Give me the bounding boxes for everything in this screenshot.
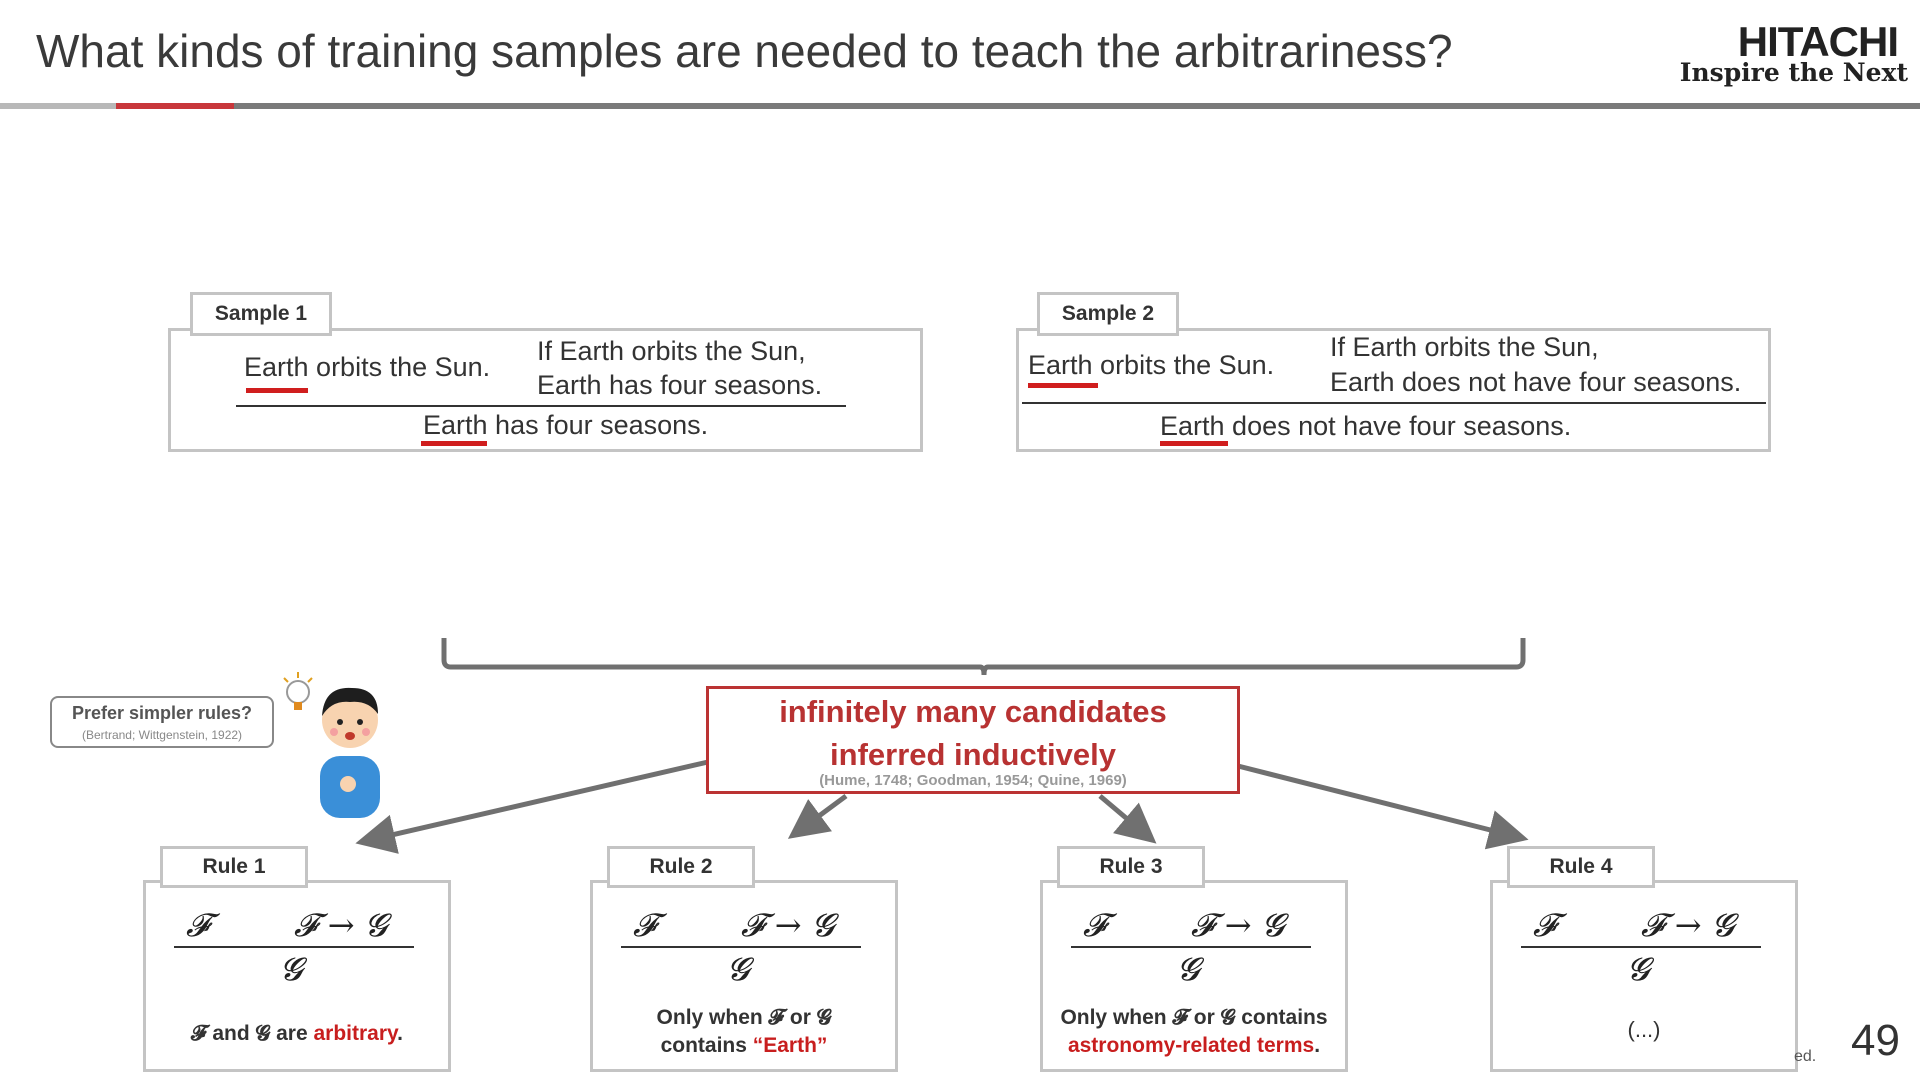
- arrow-to-rule-2: [787, 793, 848, 839]
- prefer-callout: [50, 696, 274, 748]
- rule-1-premise-right: 𝓕 → 𝓖: [294, 906, 388, 944]
- rule-3-description: Only when 𝓕 or 𝓖 contains astronomy-rela…: [1040, 1004, 1348, 1060]
- candidates-box: [706, 686, 1240, 794]
- rule-3-tab: Rule 3: [1057, 846, 1205, 888]
- header-divider-left: [0, 103, 116, 109]
- rule-3-premise-left: 𝓕: [1083, 906, 1107, 944]
- rule-1-tab: Rule 1: [160, 846, 308, 888]
- arrow-to-rule-4: [1237, 763, 1529, 850]
- rule-1-description: 𝓕 and 𝓖 are arbitrary.: [191, 1022, 403, 1045]
- rule-2-description-line2: contains “Earth”: [660, 1034, 828, 1057]
- logo-tagline: Inspire the Next: [1679, 58, 1908, 87]
- sample-2-inference-line: [1022, 402, 1766, 404]
- candidates-line2: inferred inductively: [830, 737, 1116, 772]
- rule-4-description: (...): [1627, 1017, 1661, 1042]
- rule-4-conclusion: 𝓖: [1627, 950, 1650, 988]
- candidates-line1: infinitely many candidates: [779, 694, 1167, 729]
- brace: [441, 638, 1526, 676]
- header-divider-accent: [116, 103, 234, 109]
- sample-1-conclusion: Earth has four seasons.: [423, 410, 709, 440]
- rule-3-premise-right: 𝓕 → 𝓖: [1191, 906, 1285, 944]
- rule-4-tab: Rule 4: [1507, 846, 1655, 888]
- sample-1-premise: Earth orbits the Sun.: [244, 352, 491, 382]
- rule-3-description-line2: astronomy-related terms.: [1067, 1034, 1321, 1057]
- sample-1-inference-line: [236, 405, 846, 407]
- candidates-title: infinitely many candidates inferred indu…: [706, 690, 1240, 776]
- rule-3-inference-line: [1071, 946, 1311, 948]
- hitachi-logo: HITACHI: [1737, 18, 1899, 65]
- rule-2-premise-left: 𝓕: [633, 906, 657, 944]
- rule-1-box: [143, 880, 451, 1072]
- sample-2-premise: Earth orbits the Sun.: [1028, 350, 1275, 380]
- arrow-to-rule-1: [355, 759, 709, 854]
- rule-1-conclusion: 𝓖: [280, 950, 303, 988]
- sample-2-premise-underline: [1028, 383, 1098, 388]
- rule-4-box: [1490, 880, 1798, 1072]
- sample-2-rule-line2: Earth does not have four seasons.: [1330, 367, 1742, 397]
- sample-2-box: [1016, 328, 1771, 452]
- person-figure: [320, 687, 380, 818]
- rule-2-premise-right: 𝓕 → 𝓖: [741, 906, 835, 944]
- sample-2-conclusion-underline: [1160, 441, 1228, 446]
- prefer-citation: (Bertrand; Wittgenstein, 1922): [81, 728, 243, 742]
- rule-2-inference-line: [621, 946, 861, 948]
- sample-1-rule-line1: If Earth orbits the Sun,: [537, 336, 806, 366]
- sample-2-rule-line1: If Earth orbits the Sun,: [1330, 332, 1599, 362]
- sample-1-premise-underline: [246, 388, 308, 393]
- sample-2-tab: Sample 2: [1037, 292, 1179, 336]
- lightbulb-icon: [283, 672, 313, 710]
- prefer-label: Prefer simpler rules?: [71, 703, 253, 723]
- rule-2-description: Only when 𝓕 or 𝓖 contains “Earth”: [590, 1004, 898, 1060]
- header-divider-main: [234, 103, 1920, 109]
- page-number: 49: [1851, 1016, 1900, 1065]
- sample-1-conclusion-underline: [421, 441, 487, 446]
- rule-4-premise-left: 𝓕: [1533, 906, 1557, 944]
- rule-3-description-line1: Only when 𝓕 or 𝓖 contains: [1060, 1006, 1328, 1029]
- sample-2-conclusion: Earth does not have four seasons.: [1160, 411, 1572, 441]
- person-thinking-illustration: [283, 672, 380, 818]
- rule-3-conclusion: 𝓖: [1177, 950, 1200, 988]
- rule-4-inference-line: [1521, 946, 1761, 948]
- page-title: What kinds of training samples are neede…: [36, 25, 1453, 77]
- sample-1-rule-line2: Earth has four seasons.: [537, 370, 823, 400]
- rule-2-box: [590, 880, 898, 1072]
- arrow-to-rule-3: [1098, 794, 1157, 844]
- rule-2-description-line1: Only when 𝓕 or 𝓖: [656, 1006, 832, 1029]
- rule-2-conclusion: 𝓖: [727, 950, 750, 988]
- footer-copyright-fragment: ed.: [1794, 1048, 1817, 1065]
- rule-2-tab: Rule 2: [607, 846, 755, 888]
- rule-4-premise-right: 𝓕 → 𝓖: [1641, 906, 1735, 944]
- sample-1-box: [168, 328, 923, 452]
- candidates-citation: (Hume, 1748; Goodman, 1954; Quine, 1969): [819, 772, 1127, 789]
- sample-1-tab: Sample 1: [190, 292, 332, 336]
- rule-1-inference-line: [174, 946, 414, 948]
- rule-1-premise-left: 𝓕: [186, 906, 210, 944]
